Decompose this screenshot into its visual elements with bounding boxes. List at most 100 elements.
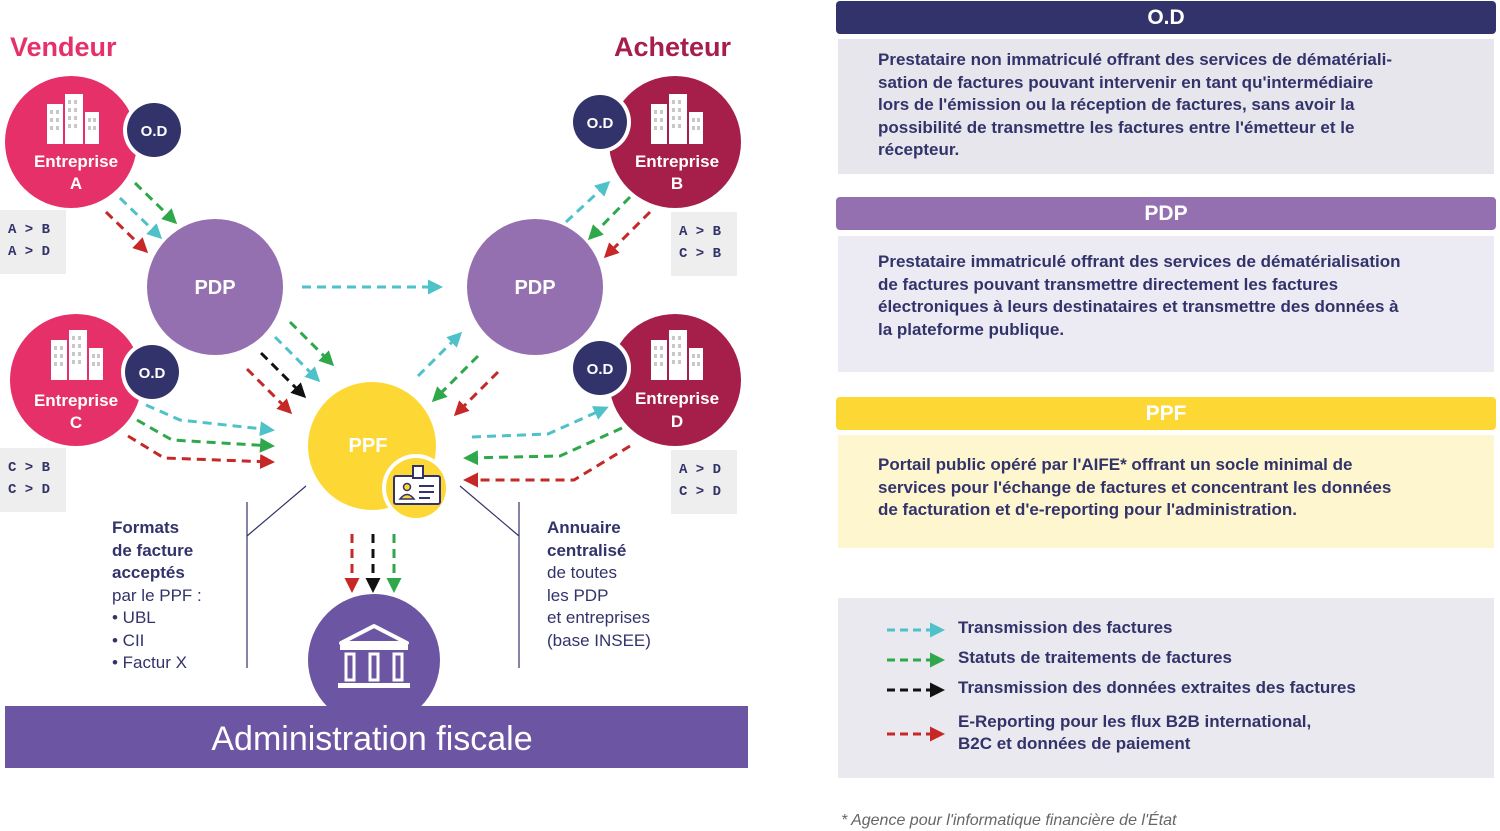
entreprise-b-node: Entreprise B O.D bbox=[569, 76, 741, 208]
arrow-red bbox=[603, 210, 652, 259]
ppf-panel-body: Portail public opéré par l'AIFE* offrant… bbox=[838, 435, 1494, 548]
entreprise-d-letter: D bbox=[671, 412, 683, 431]
od-badge-a: O.D bbox=[141, 123, 168, 140]
pdp-panel-header: PDP bbox=[836, 197, 1496, 230]
tag-line: C > D bbox=[679, 484, 722, 500]
pdp-right-node: PDP bbox=[467, 219, 603, 355]
ppf-node: PPF bbox=[308, 382, 450, 522]
pdp-desc-line: Prestataire immatriculé offrant des serv… bbox=[878, 252, 1401, 271]
acheteur-title: Acheteur bbox=[614, 32, 732, 62]
formats-line: acceptés bbox=[112, 563, 185, 582]
entreprise-a-node: Entreprise A O.D bbox=[5, 76, 185, 208]
annuaire-block: Annuaire centralisé de toutes les PDP et… bbox=[547, 517, 651, 652]
arrow-green bbox=[136, 418, 275, 453]
ppf-desc-line: Portail public opéré par l'AIFE* offrant… bbox=[878, 455, 1353, 474]
arrow-red bbox=[104, 210, 149, 254]
flow-diagram: Administration fiscale Entreprise A O.D … bbox=[5, 76, 748, 768]
tag-line: C > B bbox=[679, 246, 722, 262]
arrow-teal bbox=[471, 406, 609, 439]
tag-entreprise-c: C > B C > D bbox=[0, 448, 66, 512]
legend-donnees: Transmission des données extraites des f… bbox=[958, 678, 1356, 697]
od-desc-line: possibilité de transmettre les factures … bbox=[878, 117, 1355, 137]
entreprise-c-letter: C bbox=[70, 413, 82, 432]
tag-line: C > B bbox=[8, 460, 51, 476]
tag-line: A > B bbox=[679, 224, 722, 240]
tag-line: A > D bbox=[679, 462, 722, 478]
administration-bar bbox=[5, 706, 748, 768]
format-item: • Factur X bbox=[112, 653, 187, 672]
od-panel-header: O.D bbox=[836, 1, 1496, 34]
arrow-green bbox=[133, 181, 178, 225]
pdp-desc-line: la plateforme publique. bbox=[878, 319, 1065, 339]
arrow-red bbox=[463, 444, 631, 488]
pdp-left-label: PDP bbox=[194, 277, 235, 299]
entreprise-d-node: Entreprise D O.D bbox=[569, 314, 741, 446]
arrow-teal bbox=[273, 335, 321, 383]
od-desc-line: lors de l'émission ou la réception de fa… bbox=[878, 95, 1355, 114]
arrow-red bbox=[127, 434, 275, 470]
entreprise-a-label: Entreprise bbox=[34, 152, 118, 171]
tag-line: C > D bbox=[8, 482, 51, 498]
formats-line: par le PPF : bbox=[112, 585, 202, 605]
connector-line bbox=[459, 485, 520, 537]
ppf-label: PPF bbox=[349, 435, 388, 457]
annuaire-line: de toutes bbox=[547, 563, 617, 582]
legend-statuts: Statuts de traitements de factures bbox=[958, 648, 1232, 667]
arrow-red bbox=[453, 370, 500, 417]
entreprise-d-label: Entreprise bbox=[635, 389, 719, 408]
tag-entreprise-a: A > B A > D bbox=[0, 210, 66, 274]
connector-line bbox=[246, 485, 307, 537]
annuaire-line: centralisé bbox=[547, 540, 627, 560]
formats-line: Formats bbox=[112, 518, 180, 537]
arrow-green bbox=[587, 195, 632, 241]
directory-card-icon bbox=[382, 454, 450, 522]
entreprise-c-label: Entreprise bbox=[34, 391, 118, 410]
pdp-panel-body: Prestataire immatriculé offrant des serv… bbox=[838, 236, 1494, 372]
od-desc-line: récepteur. bbox=[878, 140, 960, 159]
od-panel-body: Prestataire non immatriculé offrant des … bbox=[838, 39, 1494, 174]
arrow-green bbox=[463, 426, 623, 466]
administration-label: Administration fiscale bbox=[211, 720, 532, 758]
annuaire-line: les PDP bbox=[547, 585, 609, 605]
legend-arrows bbox=[887, 622, 945, 742]
footnote: * Agence pour l'informatique financière … bbox=[841, 812, 1177, 829]
entreprise-b-letter: B bbox=[671, 174, 683, 193]
entreprise-a-letter: A bbox=[70, 174, 82, 193]
tag-entreprise-b: A > B C > B bbox=[671, 212, 737, 276]
legend: Transmission des factures Statuts de tra… bbox=[838, 598, 1494, 778]
od-desc-line: sation de factures pouvant intervenir en… bbox=[878, 72, 1374, 92]
administration-circle bbox=[308, 594, 440, 726]
od-badge-c: O.D bbox=[139, 365, 166, 382]
od-desc-line: Prestataire non immatriculé offrant des … bbox=[878, 50, 1392, 69]
tag-line: A > D bbox=[8, 244, 51, 260]
ppf-panel-header: PPF bbox=[836, 397, 1496, 430]
formats-line: de facture bbox=[112, 540, 194, 560]
annuaire-line: (base INSEE) bbox=[547, 630, 651, 650]
formats-block: Formats de facture acceptés par le PPF :… bbox=[112, 517, 202, 675]
arrow-teal bbox=[416, 331, 463, 378]
pdp-left-node: PDP bbox=[147, 219, 283, 355]
entreprise-c-node: Entreprise C O.D bbox=[10, 314, 183, 446]
tag-entreprise-d: A > D C > D bbox=[671, 450, 737, 514]
arrow-teal bbox=[564, 180, 611, 224]
vendeur-title: Vendeur bbox=[10, 32, 117, 62]
pdp-desc-line: de factures pouvant transmettre directem… bbox=[878, 274, 1339, 294]
ppf-desc-line: de facturation et d'e-reporting pour l'a… bbox=[878, 500, 1297, 519]
arrow-teal bbox=[145, 403, 275, 437]
tag-line: A > B bbox=[8, 222, 51, 238]
arrow-teal bbox=[118, 196, 163, 240]
arrow-red bbox=[245, 367, 293, 415]
pdp-right-label: PDP bbox=[514, 277, 555, 299]
format-item: • UBL bbox=[112, 608, 156, 627]
institution-icon bbox=[338, 624, 410, 688]
od-badge-b: O.D bbox=[587, 115, 614, 132]
entreprise-b-label: Entreprise bbox=[635, 152, 719, 171]
od-badge-d: O.D bbox=[587, 361, 614, 378]
pdp-desc-line: électroniques à leurs destinataires et t… bbox=[878, 297, 1399, 316]
legend-ereporting-2: B2C et données de paiement bbox=[958, 734, 1191, 753]
arrow-black bbox=[259, 351, 307, 399]
format-item: • CII bbox=[112, 630, 145, 650]
arrow-green bbox=[288, 320, 335, 367]
legend-ereporting-1: E-Reporting pour les flux B2B internatio… bbox=[958, 712, 1312, 731]
legend-transmission: Transmission des factures bbox=[958, 618, 1173, 637]
